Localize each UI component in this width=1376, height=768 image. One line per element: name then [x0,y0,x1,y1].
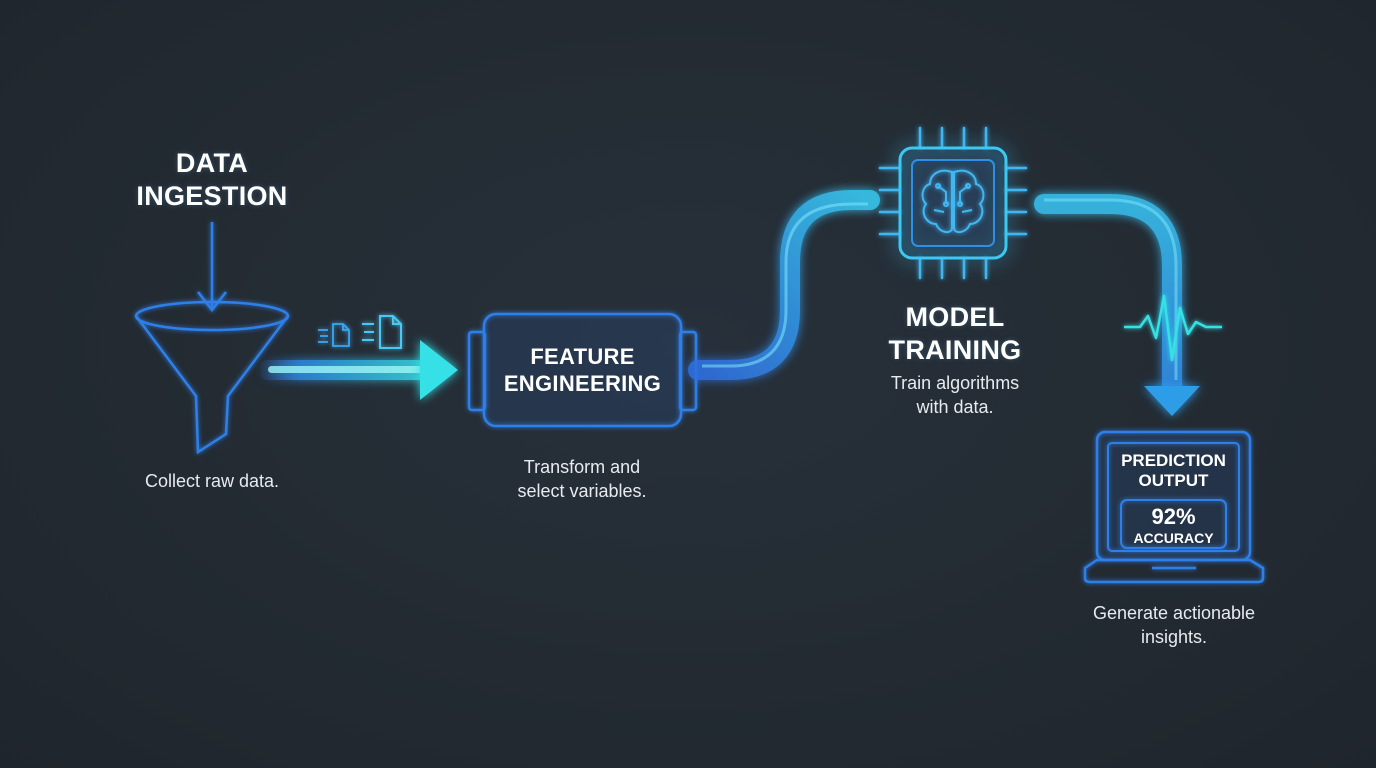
description-line: Transform and [523,457,641,477]
prediction-output-screen-title: PREDICTION OUTPUT [1108,451,1239,491]
description-line: select variables. [517,481,647,501]
model-training-title: MODEL TRAINING [855,301,1055,367]
accuracy-value: 92% [1151,504,1196,529]
description-line: insights. [1140,627,1208,647]
right-arrow-icon [258,340,458,400]
title-line: ENGINEERING [503,371,662,396]
data-ingestion-title: DATA INGESTION [112,147,312,213]
description-line: Collect raw data. [144,471,280,491]
laptop-icon [1083,430,1265,584]
model-training-description: Train algorithms with data. [845,371,1065,419]
title-line: PREDICTION [1121,451,1226,470]
accuracy-label: ACCURACY [1133,530,1214,546]
title-line: TRAINING [888,335,1022,365]
document-icon [362,315,402,349]
down-arrow-icon [1034,194,1200,416]
processing-box-icon [467,312,698,428]
brain-chip-icon [878,126,1028,280]
document-icon [318,323,350,347]
title-line: INGESTION [136,181,288,211]
description-line: Train algorithms [890,373,1020,393]
waveform-icon [1124,294,1222,362]
description-line: Generate actionable [1092,603,1256,623]
feature-engineering-description: Transform and select variables. [472,455,692,503]
curved-pipe-icon [688,190,880,380]
title-line: MODEL [905,302,1005,332]
description-line: with data. [916,397,994,417]
title-line: FEATURE [530,344,635,369]
feature-engineering-title: FEATURE ENGINEERING [484,343,681,397]
funnel-icon [134,300,290,455]
prediction-output-description: Generate actionable insights. [1054,601,1294,649]
data-ingestion-description: Collect raw data. [102,469,322,493]
brain-icon [921,169,985,234]
title-line: OUTPUT [1138,471,1209,490]
title-line: DATA [175,148,249,178]
data-ingestion-down-arrow-icon [197,222,227,313]
